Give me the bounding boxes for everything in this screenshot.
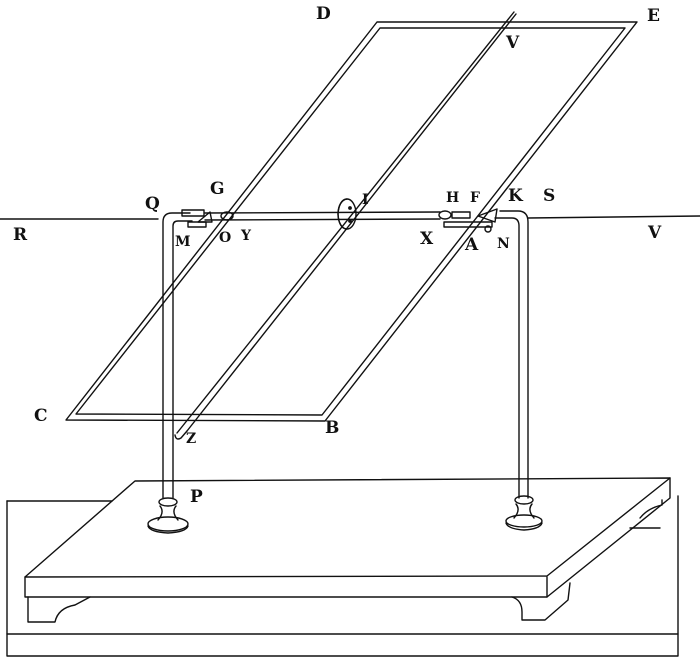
label-g: G bbox=[210, 179, 225, 199]
background-board bbox=[6, 495, 679, 657]
label-v-top: V bbox=[506, 33, 520, 53]
label-p: P bbox=[190, 487, 203, 507]
label-k: K bbox=[508, 186, 523, 206]
label-a: A bbox=[465, 235, 479, 255]
label-f: F bbox=[470, 190, 480, 206]
pointer bbox=[174, 11, 517, 440]
right-pillar bbox=[494, 210, 543, 531]
label-z: Z bbox=[186, 431, 197, 447]
label-r: R bbox=[13, 225, 28, 245]
label-o: O bbox=[219, 230, 232, 246]
label-b: B bbox=[325, 418, 340, 438]
label-m: M bbox=[175, 234, 191, 250]
label-n: N bbox=[497, 236, 510, 252]
reference-line bbox=[0, 215, 700, 220]
label-c: C bbox=[34, 406, 48, 426]
label-e: E bbox=[647, 6, 660, 26]
label-d: D bbox=[316, 4, 331, 24]
axle bbox=[181, 198, 498, 233]
base-table bbox=[24, 477, 671, 623]
label-i: I bbox=[362, 192, 369, 208]
label-s: S bbox=[543, 186, 556, 206]
label-h: H bbox=[446, 190, 460, 206]
label-v-right: V bbox=[648, 223, 662, 243]
label-q: Q bbox=[145, 194, 160, 214]
left-pillar bbox=[147, 212, 193, 534]
label-x: X bbox=[420, 229, 434, 249]
label-y: Y bbox=[241, 228, 251, 244]
wire-frame bbox=[65, 21, 638, 422]
